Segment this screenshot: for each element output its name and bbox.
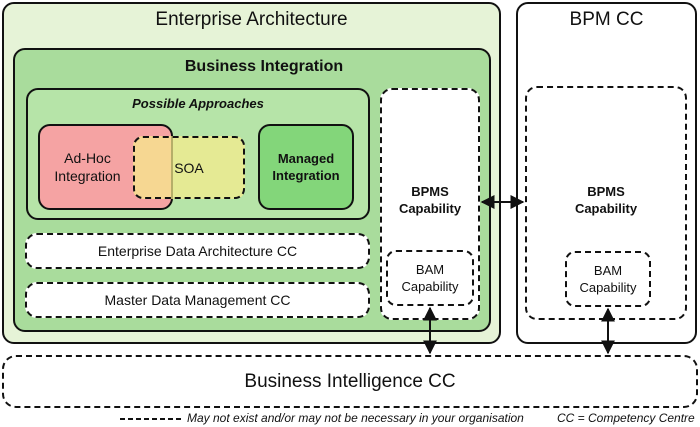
business-intelligence-cc-label: Business Intelligence CC <box>244 370 456 392</box>
soa-box: SOA <box>133 136 245 199</box>
bam-label-line1-ea: BAM <box>415 262 445 277</box>
adhoc-label-line2: Integration <box>54 168 121 184</box>
business-intelligence-cc-box: Business Intelligence CC <box>2 355 698 408</box>
eda-cc-label: Enterprise Data Architecture CC <box>97 242 298 259</box>
bam-label-line2-ea: Capability <box>401 279 459 294</box>
bam-label-line2-bpm: Capability <box>579 280 637 295</box>
bpms-label-line1-bpm: BPMS <box>587 184 625 199</box>
bam-capability-box-ea: BAM Capability <box>386 250 474 306</box>
business-integration-title: Business Integration <box>184 58 344 75</box>
bpm-cc-title: BPM CC <box>569 9 644 30</box>
managed-label-line2: Integration <box>272 168 340 183</box>
legend-cc-note: CC = Competency Centre <box>557 411 695 425</box>
mdm-cc-label: Master Data Management CC <box>104 291 291 308</box>
managed-integration-box: Managed Integration <box>258 124 354 210</box>
bam-label-line1-bpm: BAM <box>593 263 623 278</box>
enterprise-architecture-title: Enterprise Architecture <box>155 9 348 30</box>
soa-label: SOA <box>174 159 204 176</box>
adhoc-label-line1: Ad-Hoc <box>64 150 111 166</box>
bpms-label-line1-ea: BPMS <box>411 184 449 199</box>
bpms-label-line2-bpm: Capability <box>574 201 638 216</box>
enterprise-data-architecture-cc-box: Enterprise Data Architecture CC <box>25 233 370 269</box>
bpms-label-line2-ea: Capability <box>398 201 462 216</box>
bam-capability-box-bpm: BAM Capability <box>565 251 651 307</box>
master-data-management-cc-box: Master Data Management CC <box>25 282 370 318</box>
legend-dashed-note: May not exist and/or may not be necessar… <box>187 411 524 425</box>
managed-label-line1: Managed <box>277 151 335 166</box>
possible-approaches-title: Possible Approaches <box>132 96 264 111</box>
